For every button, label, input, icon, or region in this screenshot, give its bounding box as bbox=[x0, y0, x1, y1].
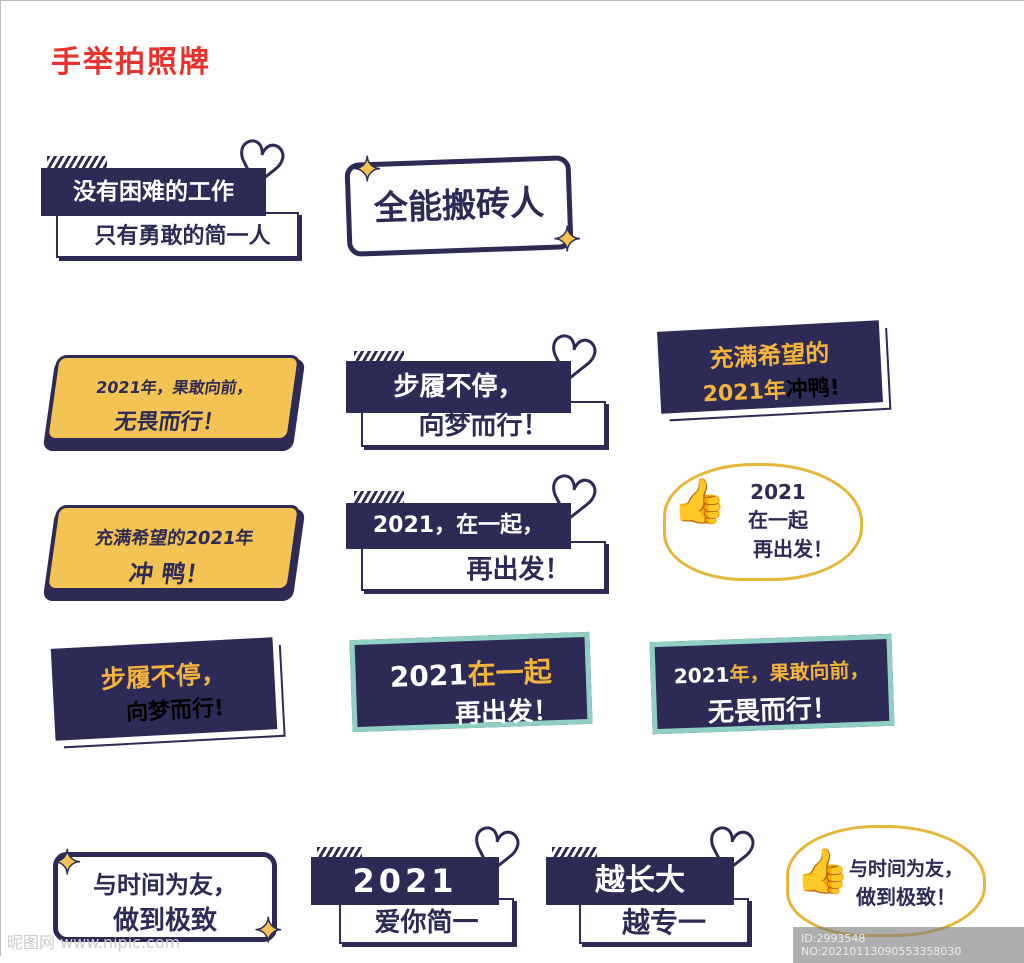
sign-year: 2021 bbox=[389, 658, 469, 694]
sparkle-icon: ✦ bbox=[52, 843, 82, 883]
sign-line2: 做到极致！ bbox=[856, 885, 956, 909]
sign-line2: 冲 鸭！ bbox=[127, 560, 212, 588]
sign-line2: 再出发！ bbox=[361, 541, 606, 591]
sign-line2: 只有勇敢的简一人 bbox=[56, 212, 299, 258]
sign-line1: 与时间为友， bbox=[93, 871, 237, 899]
sign-line2: 无畏而行！ bbox=[707, 693, 839, 729]
sign-banner-4: ♥ 爱你简一 2021 bbox=[309, 812, 529, 951]
sign-bubble-2: 步履不停， 向梦而行! bbox=[50, 637, 278, 741]
sign-line1: 2021年，果敢向前， bbox=[94, 378, 255, 397]
sign-teal-2: 2021年，果敢向前， 无畏而行！ bbox=[649, 633, 895, 735]
sparkle-icon: ✦ bbox=[352, 150, 382, 190]
sign-line1: 2021，在一起， bbox=[346, 503, 571, 549]
sign-line2: 做到极致 bbox=[112, 906, 217, 936]
sign-yellow-2: 充满希望的2021年 冲 鸭！ bbox=[41, 503, 306, 603]
sign-line1: 2021 bbox=[311, 857, 499, 905]
thumbs-up-icon: 👍 bbox=[795, 846, 850, 897]
sign-body: 与时间为友， 做到极致 bbox=[53, 852, 277, 942]
sign-line3: 再出发！ bbox=[753, 537, 833, 561]
sign-thumbs-2: 👍 与时间为友， 做到极致！ bbox=[786, 825, 986, 937]
sign-text: 冲鸭! bbox=[785, 375, 841, 404]
sign-year: 2021 bbox=[673, 662, 730, 689]
sign-body: 2021年，果敢向前， 无畏而行！ bbox=[44, 355, 302, 441]
sign-line1: 充满希望的2021年 bbox=[93, 528, 255, 549]
sign-teal-1: 2021在一起 再出发！ bbox=[349, 631, 593, 733]
sign-banner-2: ♥ 向梦而行！ 步履不停， bbox=[346, 320, 611, 451]
sign-banner-1: ♥ 只有勇敢的简一人 没有困难的工作 bbox=[39, 125, 309, 266]
sign-line1: 越长大 bbox=[546, 857, 734, 905]
sign-line2: 爱你简一 bbox=[339, 898, 514, 944]
page-title: 手举拍照牌 bbox=[51, 45, 211, 80]
sparkle-icon: ✦ bbox=[253, 911, 283, 951]
sign-line1: 与时间为友， bbox=[848, 858, 963, 880]
sign-text: 在一起 bbox=[467, 655, 553, 692]
sign-line1: 步履不停， bbox=[346, 361, 571, 413]
sparkle-icon: ✦ bbox=[552, 220, 582, 260]
watermark-id: ID:2993548 NO:20210113090553358030 bbox=[793, 927, 1024, 963]
sign-thumbs-1: 👍 2021 在一起 再出发！ bbox=[663, 463, 863, 581]
watermark-site: 昵图网 www.nipic.com bbox=[7, 933, 181, 952]
sign-line1: 没有困难的工作 bbox=[41, 168, 266, 216]
sign-year: 2021年 bbox=[702, 378, 787, 408]
sign-yellow-1: 2021年，果敢向前， 无畏而行！ bbox=[41, 353, 306, 453]
sign-body: 充满希望的2021年 冲 鸭！ bbox=[44, 505, 302, 591]
sign-line1: 2021年，果敢向前， bbox=[655, 653, 888, 690]
sign-frame-1: 全能搬砖人 ✦ ✦ bbox=[341, 151, 586, 261]
sign-bubble-1: 充满希望的 2021年冲鸭! bbox=[657, 320, 883, 414]
sign-banner-3: ♥ 再出发！ 2021，在一起， bbox=[346, 460, 611, 596]
sign-banner-5: ♥ 越专一 越长大 bbox=[544, 812, 764, 951]
stripes-decoration bbox=[47, 156, 107, 168]
sign-line2: 无畏而行！ bbox=[112, 410, 227, 435]
sign-frame-2: 与时间为友， 做到极致 ✦ ✦ bbox=[49, 843, 289, 951]
stripes-decoration bbox=[552, 847, 597, 859]
stripes-decoration bbox=[354, 491, 404, 503]
sign-text: 年，果敢向前， bbox=[729, 657, 870, 687]
sign-line2: 在一起 bbox=[748, 508, 808, 532]
stripes-decoration bbox=[317, 847, 362, 859]
stripes-decoration bbox=[354, 351, 404, 363]
sign-line1: 2021 bbox=[750, 480, 806, 504]
thumbs-up-icon: 👍 bbox=[672, 476, 727, 527]
